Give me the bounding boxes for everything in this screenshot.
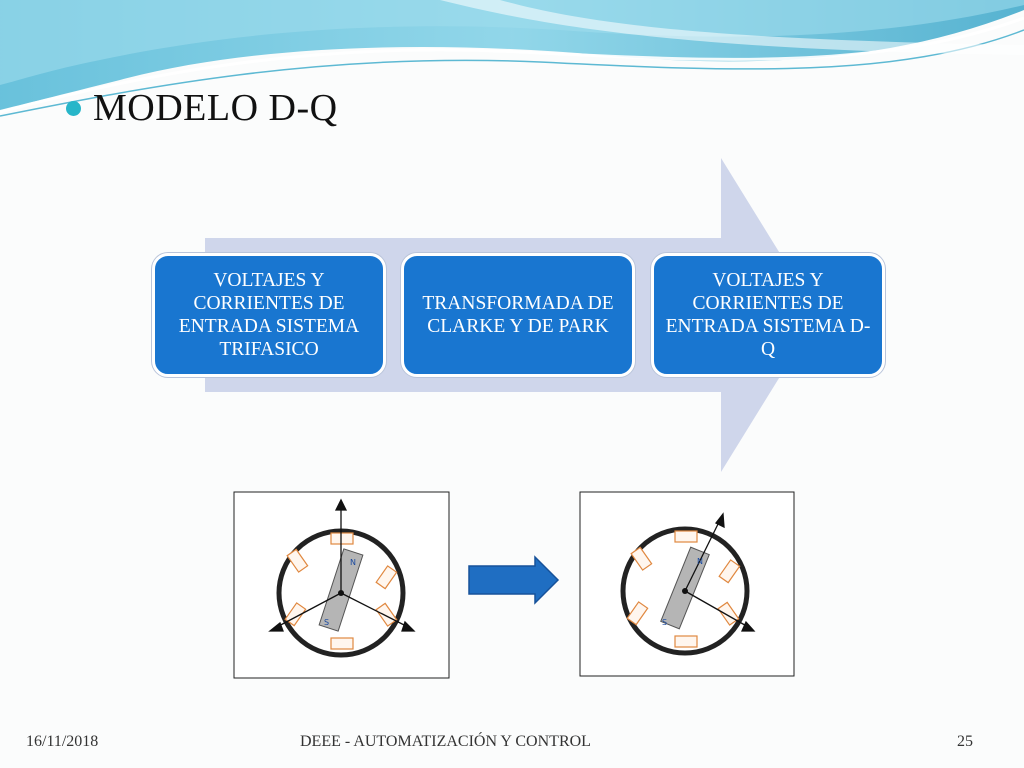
footer-title: DEEE - AUTOMATIZACIÓN Y CONTROL xyxy=(300,733,591,750)
rotor-south-label: S xyxy=(662,618,667,627)
rotor-south-label: S xyxy=(324,618,329,627)
slide-title: MODELO D-Q xyxy=(93,87,338,129)
process-step-1: VOLTAJES Y CORRIENTES DE ENTRADA SISTEMA… xyxy=(152,253,386,377)
three-phase-motor-figure: N S xyxy=(233,491,450,679)
title-row: MODELO D-Q xyxy=(66,86,338,130)
transform-arrow-icon xyxy=(468,555,560,605)
dq-motor-figure: N S xyxy=(579,491,795,677)
footer-page-number: 25 xyxy=(957,733,973,750)
process-step-2: TRANSFORMADA DE CLARKE Y DE PARK xyxy=(401,253,635,377)
process-step-label: VOLTAJES Y CORRIENTES DE ENTRADA SISTEMA… xyxy=(665,270,871,360)
process-step-label: VOLTAJES Y CORRIENTES DE ENTRADA SISTEMA… xyxy=(178,270,360,360)
header-wave-decoration xyxy=(0,0,1024,117)
rotor-north-label: N xyxy=(697,557,703,566)
process-step-label: TRANSFORMADA DE CLARKE Y DE PARK xyxy=(422,293,614,337)
bullet-icon xyxy=(66,100,81,116)
footer-date: 16/11/2018 xyxy=(26,733,99,750)
rotor-north-label: N xyxy=(350,558,356,567)
process-step-3: VOLTAJES Y CORRIENTES DE ENTRADA SISTEMA… xyxy=(651,253,885,377)
